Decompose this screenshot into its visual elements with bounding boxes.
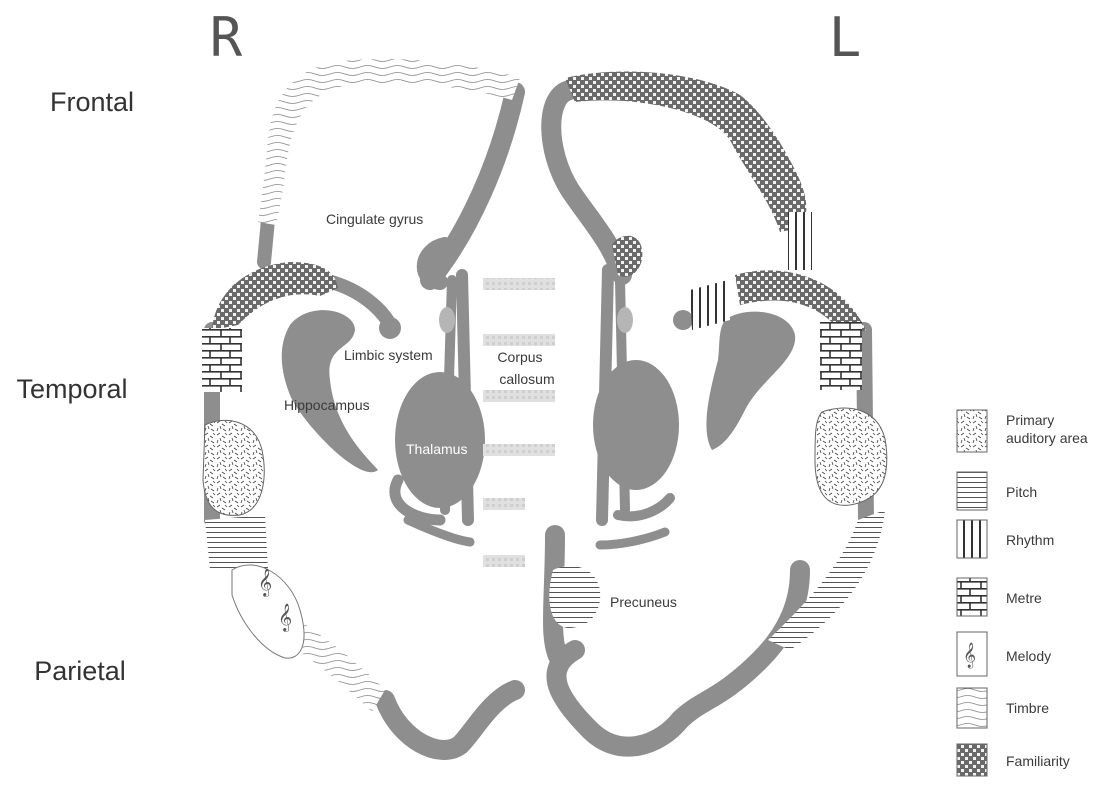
right-hemisphere (212, 92, 515, 750)
rhythm-region-left-frontal (788, 212, 812, 270)
right-amygdala-shape (439, 307, 455, 333)
limbic-system-label: Limbic system (344, 347, 433, 363)
legend-label-melody: Melody (1006, 648, 1051, 664)
left-cingulate-tract (551, 90, 622, 275)
left-lower-tract (600, 532, 665, 545)
cingulate-gyrus-label: Cingulate gyrus (326, 211, 423, 227)
pitch-region-right (205, 515, 268, 570)
hemisphere-left-label: L (829, 6, 862, 69)
legend-swatch-metre (957, 578, 987, 616)
metre-region-right (202, 328, 242, 392)
treble-clef-icon: 𝄞 (278, 603, 292, 632)
lobe-parietal-label: Parietal (34, 656, 126, 686)
corpus-bar (483, 390, 555, 402)
corpus-bar (483, 334, 555, 346)
pitch-region-left (768, 510, 885, 650)
right-frontal-tract (264, 220, 268, 262)
legend-label-rhythm: Rhythm (1006, 532, 1054, 548)
lobe-frontal-label: Frontal (50, 87, 134, 117)
lobe-temporal-label: Temporal (16, 374, 127, 404)
left-amygdala-shape (617, 307, 633, 333)
left-thalamus-shape (593, 360, 679, 490)
legend-swatch-timbre (957, 688, 987, 728)
thalamus-label: Thalamus (406, 441, 467, 457)
legend-label-primary-auditory-2: auditory area (1006, 430, 1088, 446)
metre-region-left (820, 322, 862, 390)
hippocampus-label: Hippocampus (284, 397, 370, 413)
primary-auditory-region-right (203, 420, 264, 515)
legend-swatch-familiarity (957, 744, 987, 776)
legend-swatch-primary-auditory (957, 410, 987, 452)
right-temporal-arc-end (379, 317, 401, 339)
legend-swatch-pitch (957, 472, 987, 510)
legend: Primary auditory area Pitch Rhythm Metre… (957, 410, 1088, 776)
corpus-callosum-bars (483, 278, 555, 567)
corpus-callosum-label-line2: callosum (499, 371, 554, 387)
right-hippocampus-shape (282, 310, 378, 472)
corpus-bar (483, 555, 525, 567)
corpus-bar (483, 444, 555, 456)
left-temporal-arc-end (673, 310, 693, 330)
legend-label-familiarity: Familiarity (1006, 753, 1070, 769)
right-thalamus-shape (395, 372, 485, 508)
hemisphere-right-label: R (210, 6, 243, 69)
treble-clef-icon: 𝄞 (258, 568, 272, 597)
corpus-bar (483, 278, 555, 290)
legend-label-timbre: Timbre (1006, 700, 1049, 716)
pitch-region-precuneus (549, 566, 600, 628)
legend-label-pitch: Pitch (1006, 484, 1037, 500)
legend-swatch-rhythm (957, 520, 987, 558)
precuneus-label: Precuneus (610, 594, 677, 610)
primary-auditory-region-left (815, 408, 887, 505)
legend-label-metre: Metre (1006, 590, 1042, 606)
familiarity-region-left-frontal (565, 72, 806, 232)
right-parietal-tract (385, 690, 515, 750)
treble-clef-icon: 𝄞 (963, 642, 976, 668)
corpus-bar (483, 498, 525, 510)
left-hippocampus-shape (706, 312, 795, 450)
corpus-callosum-label-line1: Corpus (497, 349, 542, 365)
legend-label-primary-auditory-1: Primary (1006, 412, 1054, 428)
